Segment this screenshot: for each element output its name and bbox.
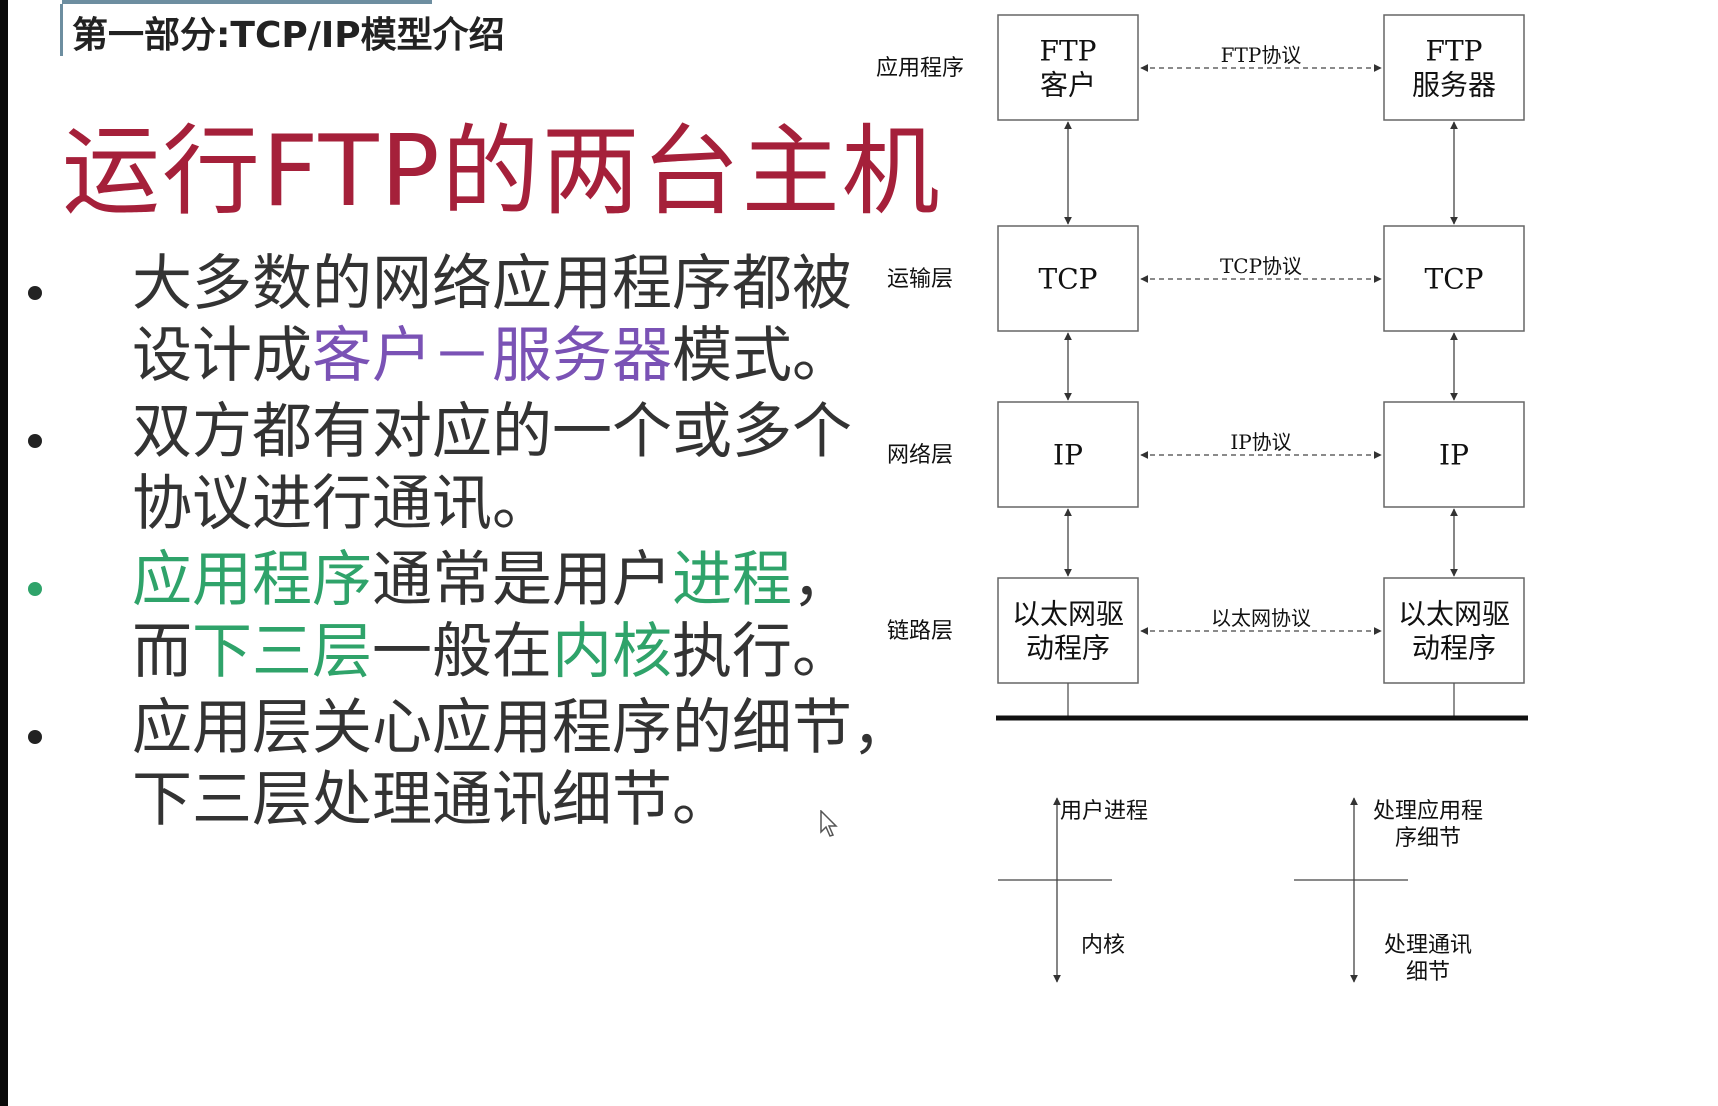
box-label: TCP <box>1039 263 1098 296</box>
box-label: 以太网驱 <box>1398 598 1510 631</box>
legend-label: 用户进程 <box>1060 799 1148 824</box>
bullet-line: 协议进行通讯。 <box>132 468 972 540</box>
bullet-text: 应用程序通常是用户进程，而下三层一般在内核执行。 <box>132 544 972 688</box>
protocol-box-right <box>1383 225 1525 332</box>
bullet-line: 而下三层一般在内核执行。 <box>132 616 972 688</box>
bullet-dot-icon <box>28 286 42 300</box>
box-label: IP <box>1053 439 1083 472</box>
legend-label: 细节 <box>1406 960 1450 985</box>
protocol-box-left <box>997 577 1139 684</box>
box-label: IP <box>1439 439 1469 472</box>
bullet-item: 应用层关心应用程序的细节，下三层处理通讯细节。 <box>8 692 968 840</box>
legend-label: 序细节 <box>1395 826 1461 851</box>
layer-label: 网络层 <box>887 443 953 468</box>
box-label: 服务器 <box>1412 69 1496 102</box>
bullet-text-segment: 通常是用户 <box>372 545 672 615</box>
bullet-text-segment: 大多数的网络应用程序都被 <box>132 249 852 319</box>
protocol-box-left <box>997 14 1139 121</box>
bullet-text: 大多数的网络应用程序都被设计成客户－服务器模式。 <box>132 248 972 392</box>
bullet-dot-icon <box>28 434 42 448</box>
header-accent-line <box>62 0 432 4</box>
box-label: 以太网驱 <box>1012 598 1124 631</box>
bullet-text-segment: 设计成 <box>132 321 312 391</box>
layer-label: 应用程序 <box>876 56 964 81</box>
protocol-box-right <box>1383 401 1525 508</box>
legend-label: 处理应用程 <box>1373 799 1483 824</box>
bullet-highlight-segment: 客户－服务器 <box>312 321 672 391</box>
bullet-line: 应用层关心应用程序的细节， <box>132 692 972 764</box>
bullet-text-segment: 双方都有对应的一个或多个 <box>132 397 852 467</box>
legend-label: 内核 <box>1081 933 1125 958</box>
bullet-item: 应用程序通常是用户进程， 而下三层一般在内核执行。 <box>8 544 968 692</box>
bullet-text: 双方都有对应的一个或多个协议进行通讯。 <box>132 396 972 540</box>
bullet-text-segment: 而 <box>132 617 192 687</box>
box-label: TCP <box>1425 263 1484 296</box>
bullet-highlight-segment: 应用程序 <box>132 545 372 615</box>
protocol-box-right <box>1383 577 1525 684</box>
protocol-label: 以太网协议 <box>1211 606 1311 630</box>
box-label: 动程序 <box>1412 632 1496 665</box>
section-label: 第一部分:TCP/IP模型介绍 <box>72 15 505 56</box>
slide: 第一部分:TCP/IP模型介绍 运行FTP的两台主机 大多数的网络应用程序都被设… <box>8 0 1718 1106</box>
slide-title: 运行FTP的两台主机 <box>62 115 942 229</box>
bullet-line: 大多数的网络应用程序都被 <box>132 248 972 320</box>
bullet-text-segment: ， <box>792 545 852 615</box>
bullet-item: 大多数的网络应用程序都被设计成客户－服务器模式。 <box>8 248 968 396</box>
bullet-dot-icon <box>28 730 42 744</box>
box-label: 客户 <box>1040 69 1096 102</box>
protocol-label: FTP协议 <box>1221 43 1302 67</box>
legend-label: 处理通讯 <box>1384 933 1472 958</box>
bullet-highlight-segment: 进程 <box>672 545 792 615</box>
bullet-item: 双方都有对应的一个或多个协议进行通讯。 <box>8 396 968 544</box>
bullet-line: 应用程序通常是用户进程， <box>132 544 972 616</box>
bullet-line: 双方都有对应的一个或多个 <box>132 396 972 468</box>
bullet-text-segment: 协议进行通讯。 <box>132 469 552 539</box>
box-label: FTP <box>1426 35 1483 68</box>
bullet-text: 应用层关心应用程序的细节，下三层处理通讯细节。 <box>132 692 972 836</box>
protocol-label: IP协议 <box>1230 430 1291 454</box>
bullet-dot-icon <box>28 582 42 596</box>
bullet-text-segment: 一般在 <box>372 617 552 687</box>
bullet-list: 大多数的网络应用程序都被设计成客户－服务器模式。双方都有对应的一个或多个协议进行… <box>8 248 968 840</box>
bullet-text-segment: 下三层处理通讯细节。 <box>132 765 732 835</box>
bullet-line: 设计成客户－服务器模式。 <box>132 320 972 392</box>
layer-label: 链路层 <box>887 619 953 644</box>
protocol-box-left <box>997 401 1139 508</box>
bullet-text-segment: 应用层关心应用程序的细节， <box>132 693 912 763</box>
bullet-text-segment: 执行。 <box>672 617 852 687</box>
bullet-line: 下三层处理通讯细节。 <box>132 764 972 836</box>
protocol-box-left <box>997 225 1139 332</box>
layer-label: 运输层 <box>887 267 953 292</box>
bullet-highlight-segment: 下三层 <box>192 617 372 687</box>
protocol-label: TCP协议 <box>1220 254 1302 278</box>
bullet-highlight-segment: 内核 <box>552 617 672 687</box>
bullet-text-segment: 模式。 <box>672 321 852 391</box>
protocol-box-right <box>1383 14 1525 121</box>
mouse-cursor-icon <box>820 810 838 837</box>
box-label: FTP <box>1040 35 1097 68</box>
box-label: 动程序 <box>1026 632 1110 665</box>
header-divider <box>60 4 63 56</box>
